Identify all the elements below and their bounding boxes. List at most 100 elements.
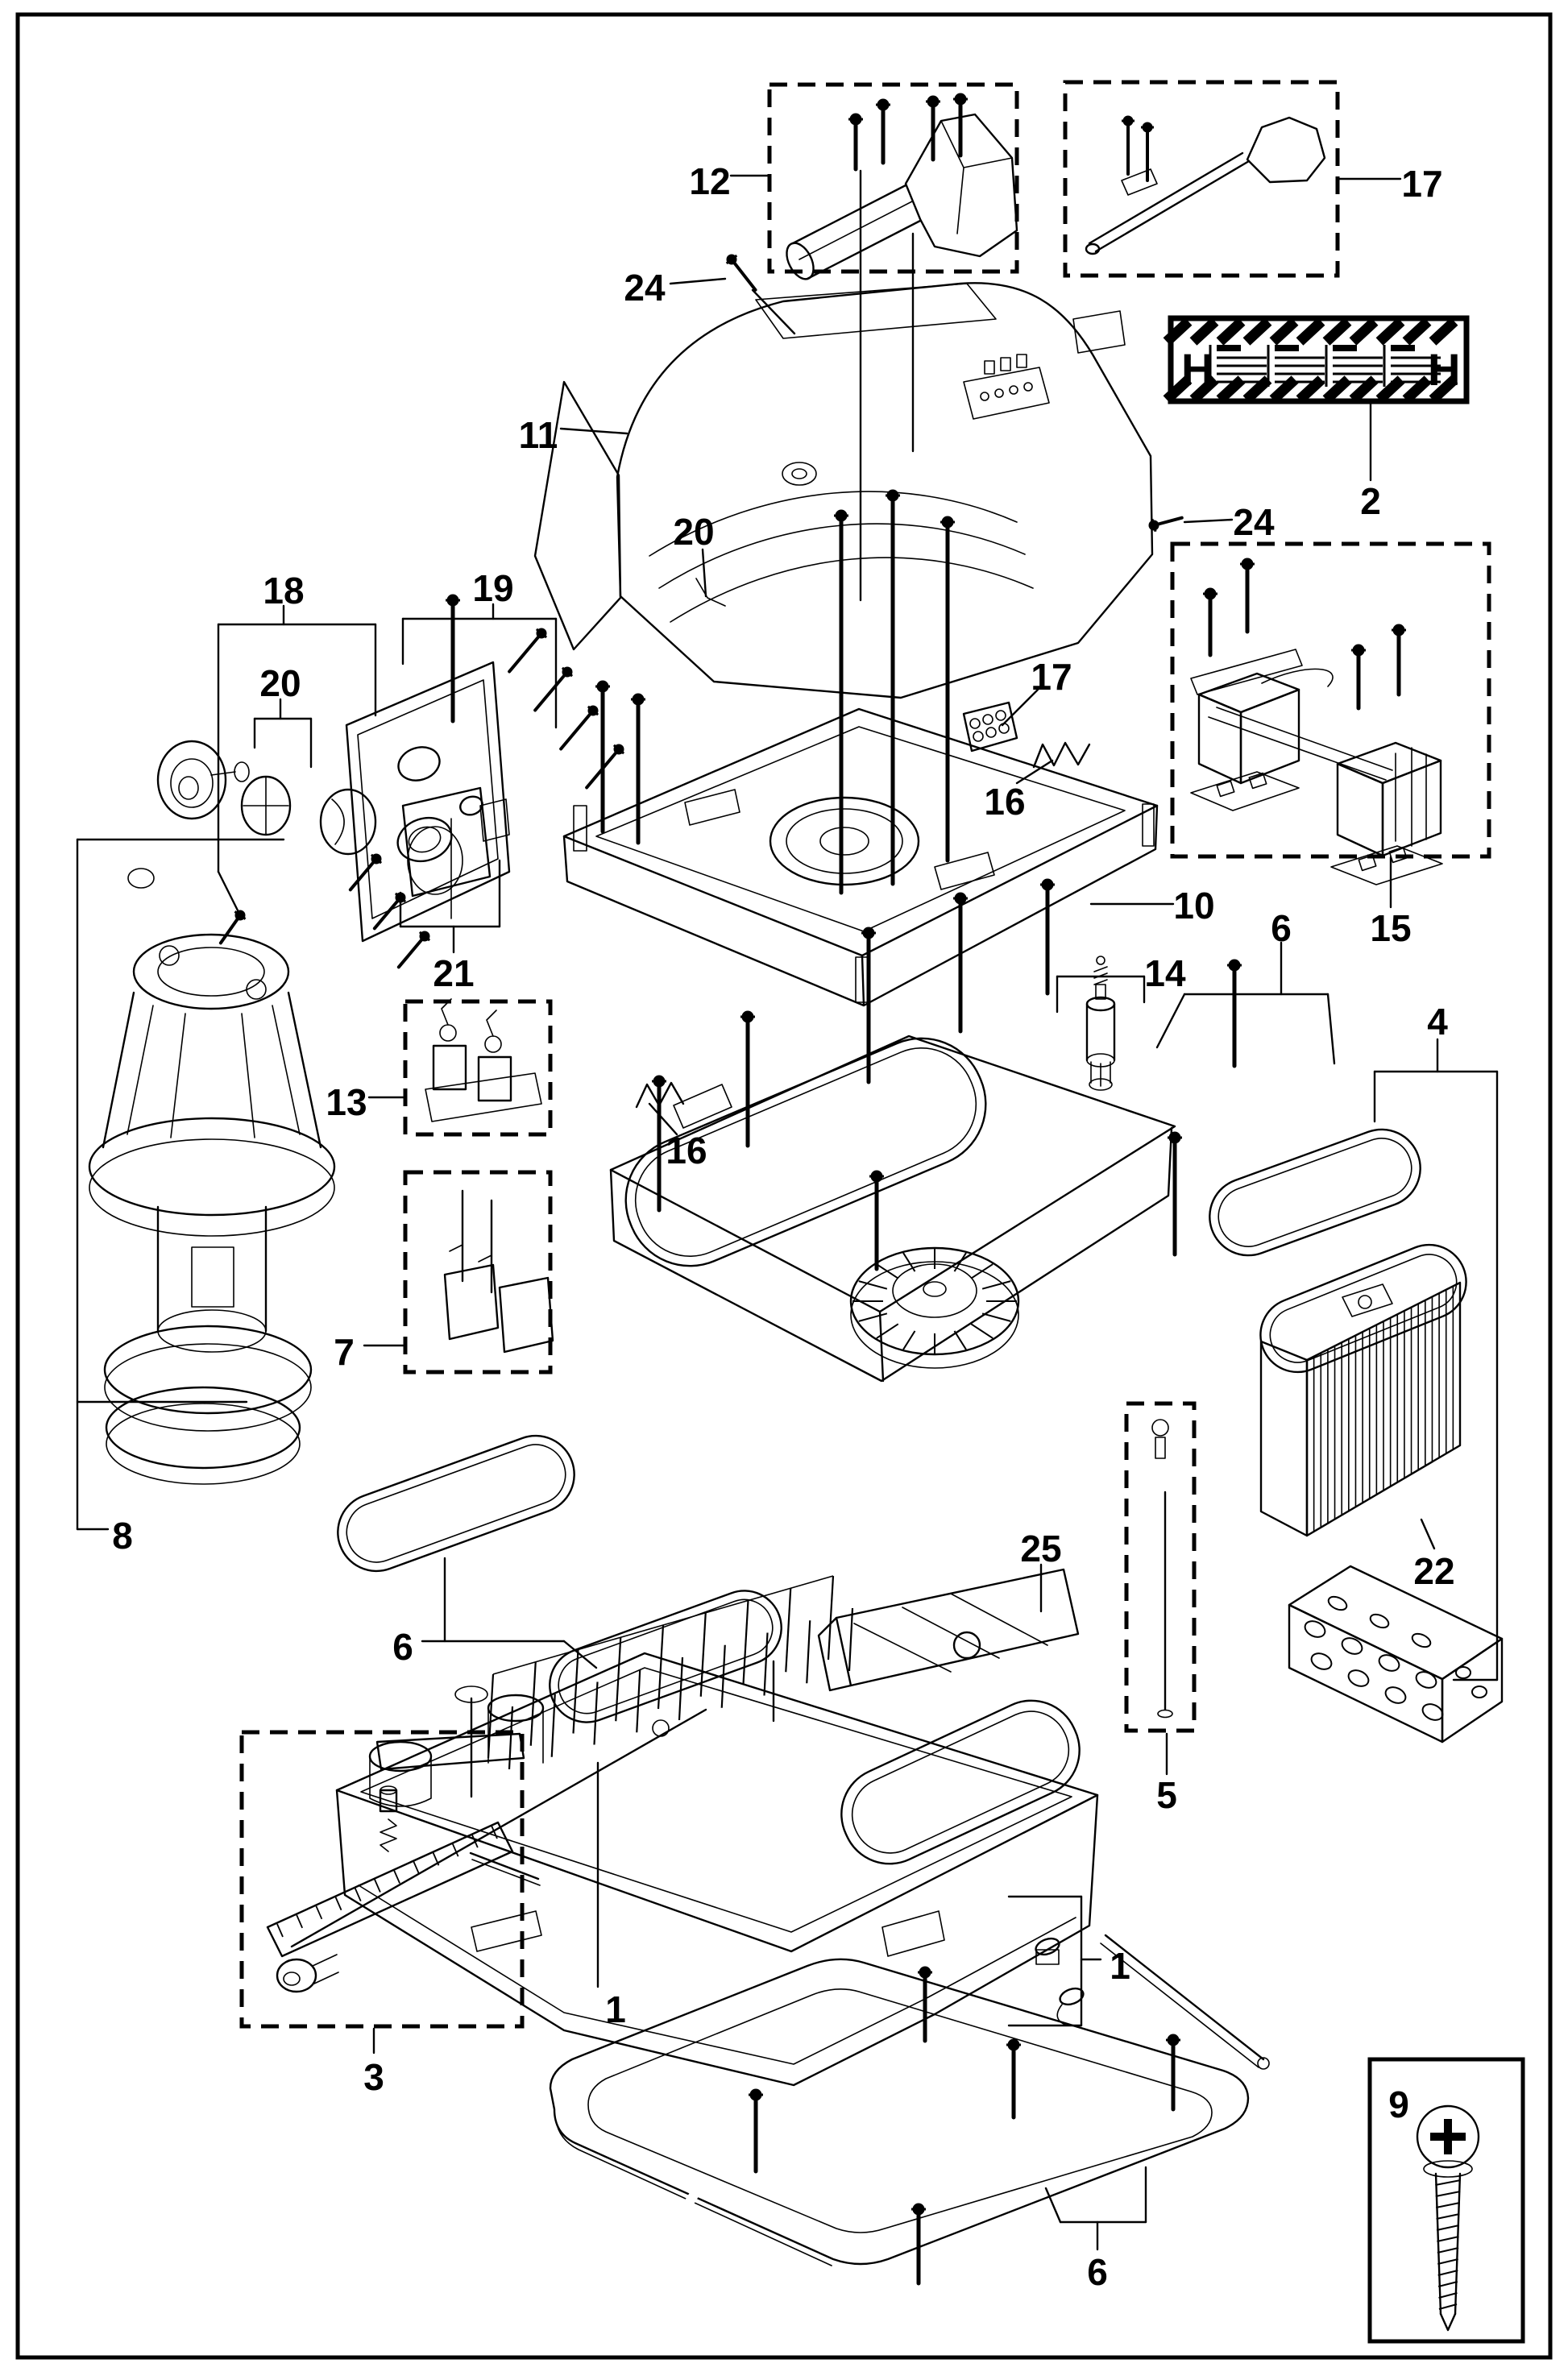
screw-icon (631, 693, 645, 845)
callout-label-17: 17 (1031, 656, 1072, 698)
leader-line (648, 1102, 678, 1136)
terminal-block (962, 701, 1018, 753)
leader-line (290, 1708, 707, 1948)
screw-icon (1166, 2034, 1180, 2112)
leader-line (1326, 993, 1336, 1065)
foam-filter-block (1288, 1565, 1504, 1744)
screw-icon (725, 254, 757, 292)
screw-icon (918, 1966, 932, 2043)
callout-label-7: 7 (334, 1331, 355, 1373)
screw-icon (869, 1170, 884, 1271)
brush-plate-kit (443, 1189, 554, 1354)
separator-ramp (817, 1568, 1080, 1692)
leader-line (701, 548, 707, 598)
screw-icon (1122, 115, 1135, 176)
callout-label-19: 19 (472, 567, 513, 609)
trim-rod (1104, 1934, 1265, 2061)
screw-icon (926, 95, 940, 162)
callout-label-21: 21 (433, 952, 474, 994)
sticker-letter-right: H (1428, 344, 1460, 395)
drain-rod (1151, 1419, 1173, 1719)
screw-icon (940, 516, 955, 863)
leader-line (1015, 759, 1054, 785)
axle-kit (266, 1732, 541, 1993)
hose-clamps (1035, 1937, 1085, 2026)
callout-label-24: 24 (624, 267, 666, 309)
leader-line (751, 288, 796, 335)
leader-line (559, 427, 628, 435)
cover-boss (782, 462, 817, 486)
callout-label-16: 16 (984, 781, 1025, 823)
leader-line (217, 870, 240, 914)
top-cover-part (533, 282, 1154, 699)
callout-label-2: 2 (1360, 480, 1381, 522)
screw-icon (953, 892, 968, 1034)
group-box-dashed (239, 1730, 525, 2029)
motor-gasket-ring (105, 1386, 301, 1470)
callout-label-6: 6 (392, 1626, 413, 1668)
filter-cartridge (1259, 1243, 1467, 1537)
screw-icon (1141, 122, 1154, 182)
hazard-sticker: H H (1163, 315, 1470, 404)
faceplate-panel-assembly (127, 661, 511, 943)
callout-label-14: 14 (1144, 952, 1186, 994)
knob-skirt (319, 788, 377, 856)
callout-label-6: 6 (1271, 907, 1292, 949)
screw-icon (396, 931, 431, 969)
cord-clamp (1121, 168, 1158, 196)
screw-icon (1040, 878, 1055, 996)
screw-icon (595, 680, 610, 834)
leader-line (669, 277, 727, 285)
callout-label-9: 9 (1388, 2084, 1409, 2125)
screw-icon (1168, 1131, 1182, 1257)
group-box-dashed (767, 82, 1019, 274)
callout-label-1: 1 (605, 1988, 626, 2030)
callout-label-10: 10 (1173, 885, 1214, 927)
callout-label-12: 12 (689, 160, 730, 202)
callout-label-4: 4 (1427, 1001, 1448, 1043)
sticker-text-blocks (1209, 345, 1441, 387)
leader-line (1420, 1518, 1436, 1550)
screw-icon (372, 892, 407, 931)
screw-icon (749, 2088, 763, 2174)
turbine-fan (849, 1246, 1020, 1369)
callout-label-22: 22 (1413, 1550, 1454, 1592)
motor-assembly (88, 933, 336, 1485)
callout-label-11: 11 (519, 414, 558, 456)
screw-icon (1227, 959, 1242, 1068)
group-box-dashed (1124, 1401, 1197, 1733)
emc-filter-kit (1190, 649, 1443, 885)
cover-lid (755, 283, 997, 339)
callout-label-15: 15 (1370, 907, 1411, 949)
callout-label-20: 20 (259, 662, 301, 704)
screw-icon (446, 594, 460, 724)
upper-deck-part (562, 707, 1159, 1007)
screw-icon (533, 666, 574, 712)
leader-line (1044, 2187, 1062, 2224)
callout-label-1: 1 (1110, 1945, 1130, 1987)
screw-icon (861, 927, 876, 1084)
screw-icon (876, 98, 890, 165)
cover-side-flap (533, 380, 622, 651)
motor-brush-ring (103, 1325, 313, 1415)
leader-line (1155, 993, 1186, 1049)
group-box-dashed (1063, 80, 1340, 278)
callout-label-8: 8 (112, 1515, 133, 1557)
screw-icon (1240, 558, 1255, 634)
group-box-dashed (403, 999, 553, 1137)
screw-icon (218, 910, 247, 945)
screw-icon (348, 853, 383, 892)
mid-housing-part (609, 1035, 1176, 1383)
screw-icon (1392, 624, 1406, 697)
screw-icon (1148, 516, 1184, 533)
leader-line (1001, 688, 1039, 727)
callout-label-3: 3 (363, 2056, 384, 2098)
callout-label-24: 24 (1233, 501, 1275, 543)
callout-label-25: 25 (1020, 1528, 1061, 1569)
panel-foot-plug (127, 868, 155, 889)
screw-icon (886, 489, 900, 886)
knob-caps (156, 740, 377, 856)
wire-clip-upper (1032, 741, 1091, 769)
callout-label-20: 20 (673, 511, 714, 553)
